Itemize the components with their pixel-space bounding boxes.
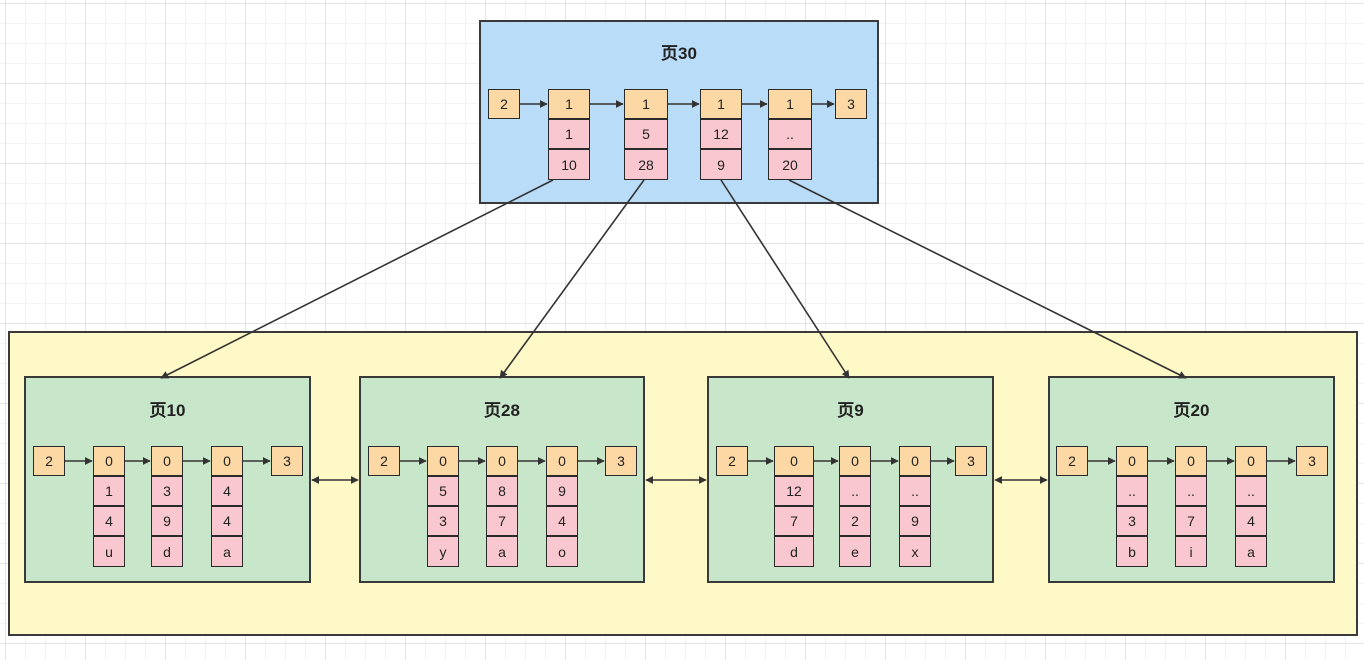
leaf-record-header: 0 [839,446,871,476]
root-record-page-no: 20 [768,149,812,180]
leaf-record-value: o [546,536,578,567]
leaf-next-pointer: 3 [271,446,303,476]
leaf-record-value: 12 [774,476,814,506]
leaf-record-value: .. [1175,476,1207,506]
leaf-record-header: 0 [93,446,125,476]
leaf-record-header: 0 [546,446,578,476]
leaf-record-value: 9 [151,506,183,536]
leaf-page-title: 页10 [149,401,186,420]
leaf-record-value: a [211,536,243,567]
root-record-key: 12 [700,119,742,149]
leaf-record-value: y [427,536,459,567]
root-record-header: 1 [548,89,590,119]
leaf-record-header: 0 [1175,446,1207,476]
leaf-record-value: 4 [211,476,243,506]
root-record-header: 1 [768,89,812,119]
leaf-prev-pointer: 2 [716,446,748,476]
leaf-record-value: e [839,536,871,567]
leaf-next-pointer: 3 [605,446,637,476]
root-record-key: 1 [548,119,590,149]
root-page: 页30 [479,20,879,204]
leaf-record-value: d [151,536,183,567]
leaf-record-value: 3 [151,476,183,506]
root-record-page-no: 9 [700,149,742,180]
leaf-record-value: 1 [93,476,125,506]
leaf-record-header: 0 [427,446,459,476]
leaf-record-value: 4 [1235,506,1267,536]
leaf-record-header: 0 [151,446,183,476]
leaf-record-value: 7 [486,506,518,536]
leaf-next-pointer: 3 [955,446,987,476]
leaf-record-header: 0 [1116,446,1148,476]
leaf-page-title: 页20 [1173,401,1210,420]
leaf-record-value: 9 [546,476,578,506]
leaf-record-value: a [1235,536,1267,567]
leaf-record-value: b [1116,536,1148,567]
root-page-title: 页30 [661,44,697,63]
leaf-record-value: 5 [427,476,459,506]
leaf-record-value: 8 [486,476,518,506]
leaf-next-pointer: 3 [1296,446,1328,476]
leaf-record-value: 4 [546,506,578,536]
leaf-prev-pointer: 2 [1056,446,1088,476]
leaf-page-title: 页28 [484,401,520,420]
leaf-record-value: .. [1235,476,1267,506]
root-prev-pointer: 2 [488,89,520,119]
leaf-page-title: 页9 [837,401,864,420]
leaf-record-value: .. [899,476,931,506]
root-next-pointer: 3 [835,89,867,119]
leaf-record-value: .. [839,476,871,506]
leaf-record-value: u [93,536,125,567]
leaf-record-value: 2 [839,506,871,536]
leaf-record-header: 0 [211,446,243,476]
leaf-record-header: 0 [486,446,518,476]
leaf-record-value: 4 [211,506,243,536]
leaf-record-value: x [899,536,931,567]
leaf-record-header: 0 [1235,446,1267,476]
leaf-record-value: 4 [93,506,125,536]
root-record-page-no: 28 [624,149,668,180]
leaf-record-value: i [1175,536,1207,567]
leaf-prev-pointer: 2 [33,446,65,476]
leaf-record-value: 7 [1175,506,1207,536]
leaf-record-header: 0 [774,446,814,476]
root-record-page-no: 10 [548,149,590,180]
root-record-key: 5 [624,119,668,149]
leaf-record-value: .. [1116,476,1148,506]
leaf-record-value: d [774,536,814,567]
root-record-header: 1 [624,89,668,119]
root-record-header: 1 [700,89,742,119]
leaf-prev-pointer: 2 [368,446,400,476]
leaf-record-value: 7 [774,506,814,536]
leaf-record-header: 0 [899,446,931,476]
leaf-record-value: 3 [1116,506,1148,536]
leaf-record-value: 9 [899,506,931,536]
leaf-record-value: 3 [427,506,459,536]
root-record-key: .. [768,119,812,149]
leaf-record-value: a [486,536,518,567]
